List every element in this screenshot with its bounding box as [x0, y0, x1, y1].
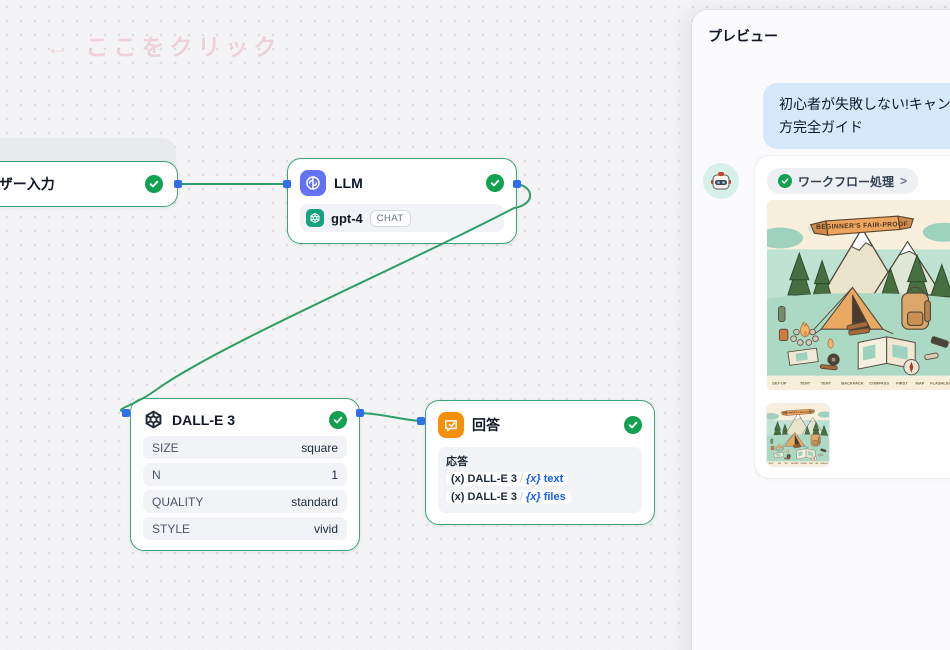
llm-mode-badge: CHAT	[369, 209, 411, 227]
openai-icon	[306, 209, 324, 227]
canvas-hint-text: ← ここをクリック	[46, 34, 282, 60]
workflow-process-toggle[interactable]: ワークフロー処理 >	[767, 168, 919, 194]
user-input-output-handle[interactable]	[174, 180, 182, 188]
variable-icon: (x)	[451, 473, 465, 485]
robot-icon	[711, 172, 731, 190]
llm-output-handle[interactable]	[513, 180, 521, 188]
node-dalle3[interactable]: DALL-E 3 SIZE square N 1 QUALITY standar…	[130, 398, 360, 551]
node-llm-title: LLM	[334, 175, 363, 191]
node-llm[interactable]: LLM gpt-4 CHAT	[287, 158, 517, 244]
dalle3-output-handle[interactable]	[356, 409, 364, 417]
workflow-success-icon	[778, 174, 792, 188]
edge-dalle-answer	[359, 412, 422, 422]
dalle3-param-quality: QUALITY standard	[143, 490, 347, 513]
node-user-input-success-icon	[145, 175, 163, 193]
dalle3-input-handle[interactable]	[122, 409, 130, 417]
answer-output-panel: 応答 (x)DALL-E 3 / {x}text (x)DALL-E 3 / {…	[438, 447, 642, 513]
user-message-line1: 初心者が失敗しない!キャンプの	[779, 96, 950, 112]
llm-input-handle[interactable]	[283, 180, 291, 188]
chevron-right-icon: >	[900, 174, 908, 188]
answer-node-icon	[438, 412, 464, 438]
workflow-process-label: ワークフロー処理	[798, 174, 895, 189]
user-message-bubble: 初心者が失敗しない!キャンプの 方完全ガイド	[763, 83, 950, 150]
bot-message-card: ワークフロー処理 >	[755, 156, 950, 478]
node-dalle3-title: DALL-E 3	[172, 411, 235, 428]
answer-variable-text: (x)DALL-E 3 / {x}text	[446, 472, 569, 486]
dalle3-param-size: SIZE square	[143, 436, 347, 459]
node-user-input-title: ユーザー入力	[0, 176, 55, 192]
node-llm-success-icon	[486, 174, 504, 192]
variable-x-icon: {x}	[526, 491, 541, 503]
dalle3-param-n: N 1	[143, 463, 347, 486]
node-answer-title: 回答	[472, 417, 500, 433]
llm-model-selector[interactable]: gpt-4 CHAT	[300, 204, 504, 232]
node-dalle3-success-icon	[329, 410, 347, 429]
dalle3-param-style: STYLE vivid	[143, 517, 347, 540]
llm-model-name: gpt-4	[331, 210, 363, 226]
llm-node-icon	[300, 170, 326, 196]
generated-image[interactable]	[767, 200, 950, 390]
answer-input-handle[interactable]	[417, 417, 425, 425]
user-message-line2: 方完全ガイド	[779, 119, 863, 136]
node-user-input[interactable]: ユーザー入力	[0, 161, 178, 207]
bot-avatar	[703, 163, 739, 199]
variable-icon: (x)	[451, 491, 465, 503]
preview-panel-title: プレビュー	[708, 28, 778, 44]
preview-panel: プレビュー 初心者が失敗しない!キャンプの 方完全ガイド ワークフロー処理 >	[692, 10, 950, 650]
node-answer-success-icon	[624, 416, 642, 434]
node-answer[interactable]: 回答 応答 (x)DALL-E 3 / {x}text (x)DALL-E 3 …	[425, 400, 655, 525]
dalle3-openai-icon	[143, 409, 164, 430]
variable-x-icon: {x}	[526, 473, 541, 485]
answer-output-label: 応答	[446, 456, 468, 468]
answer-variable-files: (x)DALL-E 3 / {x}files	[446, 490, 571, 504]
generated-image-thumbnail[interactable]	[767, 404, 829, 466]
